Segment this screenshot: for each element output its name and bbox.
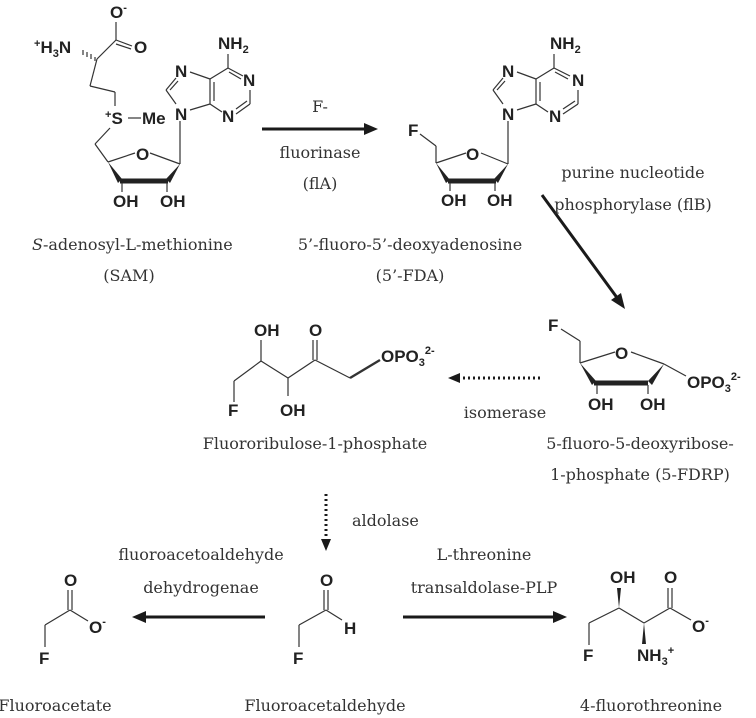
fda-ring-o: O bbox=[466, 145, 479, 164]
transaldolase-arrow bbox=[403, 611, 567, 623]
sam-abbr: (SAM) bbox=[103, 266, 154, 285]
fdrp-f: F bbox=[548, 316, 558, 335]
sam-n7: N bbox=[175, 62, 187, 81]
wedge-bond bbox=[617, 588, 621, 608]
fda-abbr: (5’-FDA) bbox=[376, 266, 445, 285]
aldolase-enzyme: aldolase bbox=[352, 511, 419, 530]
fluoroacetaldehyde-h: H bbox=[344, 619, 356, 638]
fda-n9: N bbox=[502, 105, 514, 124]
transaldolase-enzyme-line1: L-threonine bbox=[437, 545, 532, 564]
arrowhead bbox=[553, 611, 567, 623]
frp-f: F bbox=[228, 401, 238, 420]
fda-n1: N bbox=[572, 71, 584, 90]
frp-phosphate: OPO32- bbox=[381, 345, 435, 369]
isomerase-enzyme: isomerase bbox=[464, 403, 546, 422]
transaldolase-enzyme-line2: transaldolase-PLP bbox=[411, 578, 558, 597]
sam-oh-right: OH bbox=[160, 192, 186, 211]
fluoroacetaldehyde-structure: O H F bbox=[293, 571, 356, 668]
frp-oh-bottom: OH bbox=[280, 401, 306, 420]
fda-nh2: NH2 bbox=[550, 34, 581, 56]
sam-carboxylate-o: O- bbox=[110, 2, 127, 22]
fluoroacetate-f: F bbox=[39, 649, 49, 668]
fluorothreonine-f: F bbox=[583, 646, 593, 665]
fluoroacetaldehyde-f: F bbox=[293, 649, 303, 668]
fluorothreonine-o-minus: O- bbox=[692, 615, 709, 636]
fluorinase-arrow bbox=[262, 123, 378, 135]
pnp-arrow bbox=[540, 194, 625, 309]
fdrp-structure: F O OH OH OPO32- bbox=[548, 316, 741, 414]
fluorothreonine-oh: OH bbox=[610, 568, 636, 587]
dehydrogenase-enzyme-line2: dehydrogenae bbox=[143, 578, 259, 597]
frp-oh-top: OH bbox=[254, 321, 280, 340]
fluoroacetaldehyde-name: Fluoroacetaldehyde bbox=[244, 696, 405, 715]
frp-name: Fluororibulose-1-phosphate bbox=[203, 434, 428, 453]
sam-methyl: Me bbox=[142, 109, 166, 128]
fluorothreonine-name: 4-fluorothreonine bbox=[580, 696, 722, 715]
sam-n1: N bbox=[243, 71, 255, 90]
arrowhead bbox=[321, 539, 331, 551]
fluoroacetaldehyde-o: O bbox=[320, 571, 333, 590]
fluoroacetate-structure: O O- F bbox=[39, 571, 106, 668]
arrowhead bbox=[364, 123, 378, 135]
fda-oh-right: OH bbox=[487, 191, 513, 210]
fluorothreonine-o: O bbox=[664, 568, 677, 587]
sam-sulfonium: +S bbox=[105, 109, 123, 128]
fluoroacetate-o: O bbox=[64, 571, 77, 590]
fluorinase-cofactor: F- bbox=[312, 97, 328, 116]
sam-n9: N bbox=[175, 105, 187, 124]
fda-n7: N bbox=[502, 62, 514, 81]
dehydrogenase-arrow bbox=[132, 611, 265, 623]
sam-ring-o: O bbox=[136, 145, 149, 164]
pnp-enzyme-line2: phosphorylase (flB) bbox=[554, 195, 712, 214]
sam-ammonium: +H3N bbox=[34, 38, 71, 60]
sam-oh-left: OH bbox=[113, 192, 139, 211]
arrowhead bbox=[611, 293, 625, 309]
pnp-enzyme-line1: purine nucleotide bbox=[561, 163, 704, 182]
fdrp-name-line2: 1-phosphate (5-FDRP) bbox=[550, 465, 730, 484]
fdrp-phosphate: OPO32- bbox=[687, 371, 741, 395]
frp-o-keto: O bbox=[309, 321, 322, 340]
sam-structure: O- O +H3N +S Me O OH OH bbox=[34, 2, 255, 211]
fluorothreonine-nh3: NH3+ bbox=[637, 645, 674, 668]
fluorothreonine-structure: OH O O- F NH3+ bbox=[583, 568, 709, 668]
fluoroacetate-name: Fluoroacetate bbox=[0, 696, 112, 715]
sam-carbonyl-o: O bbox=[134, 38, 147, 57]
fda-n3: N bbox=[549, 107, 561, 126]
fdrp-oh-left: OH bbox=[588, 395, 614, 414]
fda-structure: F O OH OH N N NH2 N N bbox=[408, 34, 584, 210]
arrowhead bbox=[132, 611, 146, 623]
sam-name: S-adenosyl-L-methionine bbox=[32, 235, 233, 254]
arrowhead bbox=[448, 373, 460, 383]
isomerase-arrow bbox=[448, 373, 540, 383]
fluorinase-enzyme: fluorinase bbox=[280, 143, 361, 162]
fdrp-ring-o: O bbox=[615, 344, 628, 363]
fdrp-oh-right: OH bbox=[640, 395, 666, 414]
fdrp-name-line1: 5-fluoro-5-deoxyribose- bbox=[546, 434, 734, 453]
dehydrogenase-enzyme-line1: fluoroacetoaldehyde bbox=[118, 545, 283, 564]
fda-oh-left: OH bbox=[441, 191, 467, 210]
sam-hashed-bond bbox=[82, 50, 96, 61]
wedge-bond bbox=[642, 623, 646, 644]
sam-n3: N bbox=[222, 107, 234, 126]
aldolase-arrow bbox=[321, 494, 331, 551]
fda-f: F bbox=[408, 121, 418, 140]
sam-nh2: NH2 bbox=[218, 34, 249, 56]
fluorinase-gene: (flA) bbox=[303, 174, 338, 193]
frp-structure: OH O OPO32- F OH bbox=[228, 321, 435, 420]
fda-name: 5’-fluoro-5’-deoxyadenosine bbox=[298, 235, 522, 254]
fluoroacetate-o-minus: O- bbox=[89, 616, 106, 637]
